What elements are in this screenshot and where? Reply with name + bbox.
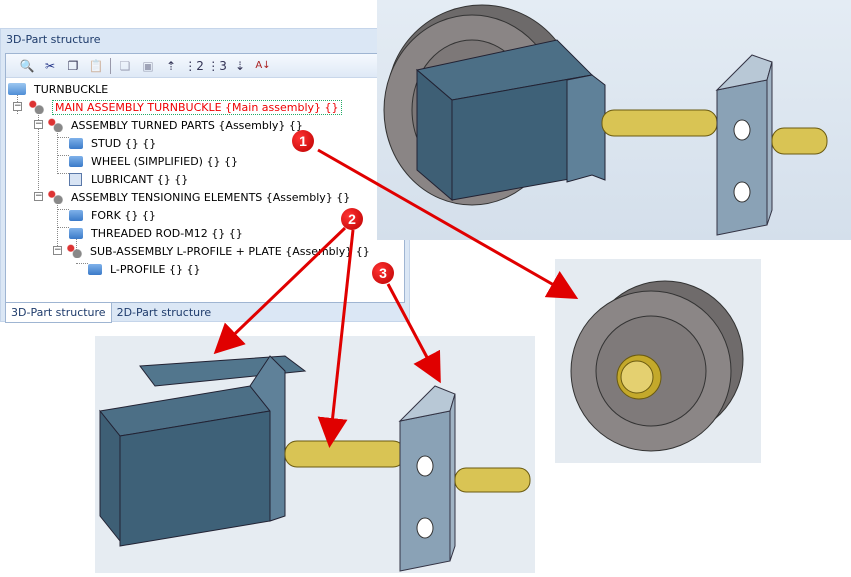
- level-up-icon[interactable]: ⇡: [165, 58, 177, 73]
- copy-icon[interactable]: ❐: [67, 58, 79, 73]
- tree-item-main-assembly[interactable]: MAIN ASSEMBLY TURNBUCKLE {Main assembly}…: [28, 98, 342, 116]
- tree-item-fork[interactable]: FORK {} {}: [69, 206, 156, 224]
- tree-item-label: LUBRICANT {} {}: [91, 172, 189, 186]
- part-icon: [69, 209, 83, 221]
- part-structure-panel: 3D-Part structure 🔍 ✂ ❐ 📋 ❏ ▣ ⇡ ⋮2 ⋮3 ⇣ …: [0, 28, 410, 323]
- level-2-icon[interactable]: ⋮2: [184, 58, 204, 73]
- tree-item-tensioning-elements[interactable]: ASSEMBLY TENSIONING ELEMENTS {Assembly} …: [47, 188, 350, 206]
- assembly-icon: [28, 100, 44, 114]
- wheel-render: [570, 280, 744, 452]
- tree-item-wheel[interactable]: WHEEL (SIMPLIFIED) {} {}: [69, 152, 238, 170]
- tab-2d-part-structure[interactable]: 2D-Part structure: [116, 306, 212, 319]
- collapse-toggle[interactable]: −: [13, 101, 22, 111]
- callout-3: 3: [372, 262, 394, 284]
- part-icon: [69, 137, 83, 149]
- lubricant-icon: [69, 172, 82, 186]
- assembly-icon: [66, 244, 82, 258]
- assembly-icon: [47, 190, 63, 204]
- callout-1: 1: [292, 130, 314, 152]
- tree-item-label: L-PROFILE {} {}: [110, 262, 201, 276]
- paste-icon[interactable]: 📋: [88, 58, 104, 73]
- tree-item-stud[interactable]: STUD {} {}: [69, 134, 156, 152]
- tree-item-turned-parts[interactable]: ASSEMBLY TURNED PARTS {Assembly} {}: [47, 116, 303, 134]
- toolbar-separator: [110, 57, 111, 74]
- collapse-toggle[interactable]: −: [34, 191, 43, 201]
- tree-item-label: ASSEMBLY TENSIONING ELEMENTS {Assembly} …: [71, 190, 351, 204]
- tree-item-threaded-rod[interactable]: THREADED ROD-M12 {} {}: [69, 224, 243, 242]
- tree-item-label: SUB-ASSEMBLY L-PROFILE + PLATE {Assembly…: [90, 244, 370, 258]
- tree-item-l-profile[interactable]: L-PROFILE {} {}: [88, 260, 200, 278]
- preview-icon[interactable]: 🔍: [19, 58, 35, 73]
- collapse-toggle[interactable]: −: [53, 245, 62, 255]
- tree-item-label: STUD {} {}: [91, 136, 157, 150]
- turnbuckle-assembly-render: [383, 4, 828, 236]
- tensioning-elements-render: [99, 355, 531, 572]
- collapse-toggle[interactable]: −: [34, 119, 43, 129]
- panel-title: 3D-Part structure: [6, 33, 101, 46]
- sort-az-icon[interactable]: A↓: [255, 60, 271, 71]
- folder-icon: [8, 83, 26, 95]
- level-down-icon[interactable]: ⇣: [234, 58, 246, 73]
- tab-3d-part-structure[interactable]: 3D-Part structure: [5, 303, 112, 323]
- toolbar: 🔍 ✂ ❐ 📋 ❏ ▣ ⇡ ⋮2 ⋮3 ⇣ A↓: [6, 54, 404, 78]
- model-view-tensioning-elements: [95, 336, 535, 573]
- level-3-icon[interactable]: ⋮3: [207, 58, 227, 73]
- tree-item-root[interactable]: TURNBUCKLE: [8, 80, 108, 98]
- tree-item-label: WHEEL (SIMPLIFIED) {} {}: [91, 154, 238, 168]
- model-view-turned-parts: [555, 259, 761, 463]
- tree-item-label: MAIN ASSEMBLY TURNBUCKLE {Main assembly}…: [52, 99, 342, 115]
- part-icon: [69, 155, 83, 167]
- tree-item-sub-assembly[interactable]: SUB-ASSEMBLY L-PROFILE + PLATE {Assembly…: [66, 242, 370, 260]
- tree-item-label: ASSEMBLY TURNED PARTS {Assembly} {}: [71, 118, 303, 132]
- part-icon: [88, 263, 102, 275]
- tree-item-lubricant[interactable]: LUBRICANT {} {}: [69, 170, 188, 188]
- paste-special-icon[interactable]: ▣: [142, 58, 154, 73]
- model-view-full-assembly: [377, 0, 851, 240]
- copy-special-icon[interactable]: ❏: [119, 58, 131, 73]
- part-icon: [69, 227, 83, 239]
- tree-item-label: THREADED ROD-M12 {} {}: [91, 226, 243, 240]
- tree-item-label: FORK {} {}: [91, 208, 156, 222]
- tree-item-label: TURNBUCKLE: [34, 82, 109, 96]
- callout-2: 2: [341, 208, 363, 230]
- assembly-icon: [47, 118, 63, 132]
- cut-icon[interactable]: ✂: [44, 58, 56, 73]
